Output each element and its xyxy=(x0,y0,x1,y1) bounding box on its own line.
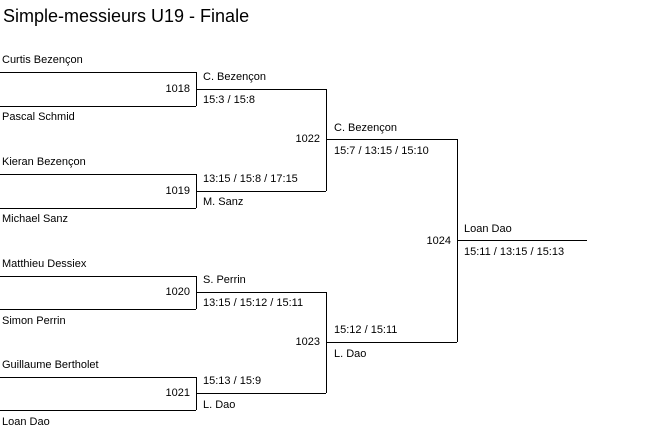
bracket-line xyxy=(196,191,326,192)
match-score: 13:15 / 15:12 / 15:11 xyxy=(203,297,304,309)
match-number: 1021 xyxy=(165,387,190,399)
match-number: 1023 xyxy=(295,336,320,348)
player-name: Pascal Schmid xyxy=(2,111,75,123)
bracket-line xyxy=(196,89,326,90)
bracket-line xyxy=(0,208,196,209)
bracket-line xyxy=(0,377,196,378)
page-title: Simple-messieurs U19 - Finale xyxy=(3,6,250,26)
match-winner: C. Bezençon xyxy=(334,122,397,134)
bracket-line xyxy=(326,139,457,140)
player-name: Simon Perrin xyxy=(2,315,66,327)
bracket-line xyxy=(457,240,587,241)
player-name: Guillaume Bertholet xyxy=(2,359,99,371)
match-score: 13:15 / 15:8 / 17:15 xyxy=(203,173,298,185)
bracket-line xyxy=(196,292,326,293)
match-score: 15:7 / 13:15 / 15:10 xyxy=(334,145,429,157)
bracket-line xyxy=(0,174,196,175)
match-winner: S. Perrin xyxy=(203,274,246,286)
bracket-line xyxy=(0,106,196,107)
player-name: Curtis Bezençon xyxy=(2,54,83,66)
match-score: 15:13 / 15:9 xyxy=(203,375,262,387)
player-name: Kieran Bezençon xyxy=(2,156,86,168)
bracket-line xyxy=(326,89,327,191)
match-number: 1022 xyxy=(295,133,320,145)
match-winner: C. Bezençon xyxy=(203,71,266,83)
bracket-line xyxy=(0,276,196,277)
match-number: 1018 xyxy=(165,83,190,95)
champion-name: Loan Dao xyxy=(464,223,512,235)
bracket-line xyxy=(0,72,196,73)
match-score: 15:12 / 15:11 xyxy=(334,324,398,336)
match-number: 1024 xyxy=(426,235,451,247)
player-name: Michael Sanz xyxy=(2,213,69,225)
bracket-line xyxy=(326,342,457,343)
bracket-line xyxy=(196,393,326,394)
bracket-line xyxy=(0,309,196,310)
match-winner: M. Sanz xyxy=(203,196,244,208)
player-name: Matthieu Dessiex xyxy=(2,258,87,270)
match-score: 15:11 / 13:15 / 15:13 xyxy=(464,246,565,258)
match-number: 1020 xyxy=(165,286,190,298)
match-winner: L. Dao xyxy=(203,399,236,411)
player-name: Loan Dao xyxy=(2,416,50,428)
bracket-line xyxy=(0,410,196,411)
match-winner: L. Dao xyxy=(334,348,367,360)
match-number: 1019 xyxy=(165,185,190,197)
match-score: 15:3 / 15:8 xyxy=(203,94,255,106)
